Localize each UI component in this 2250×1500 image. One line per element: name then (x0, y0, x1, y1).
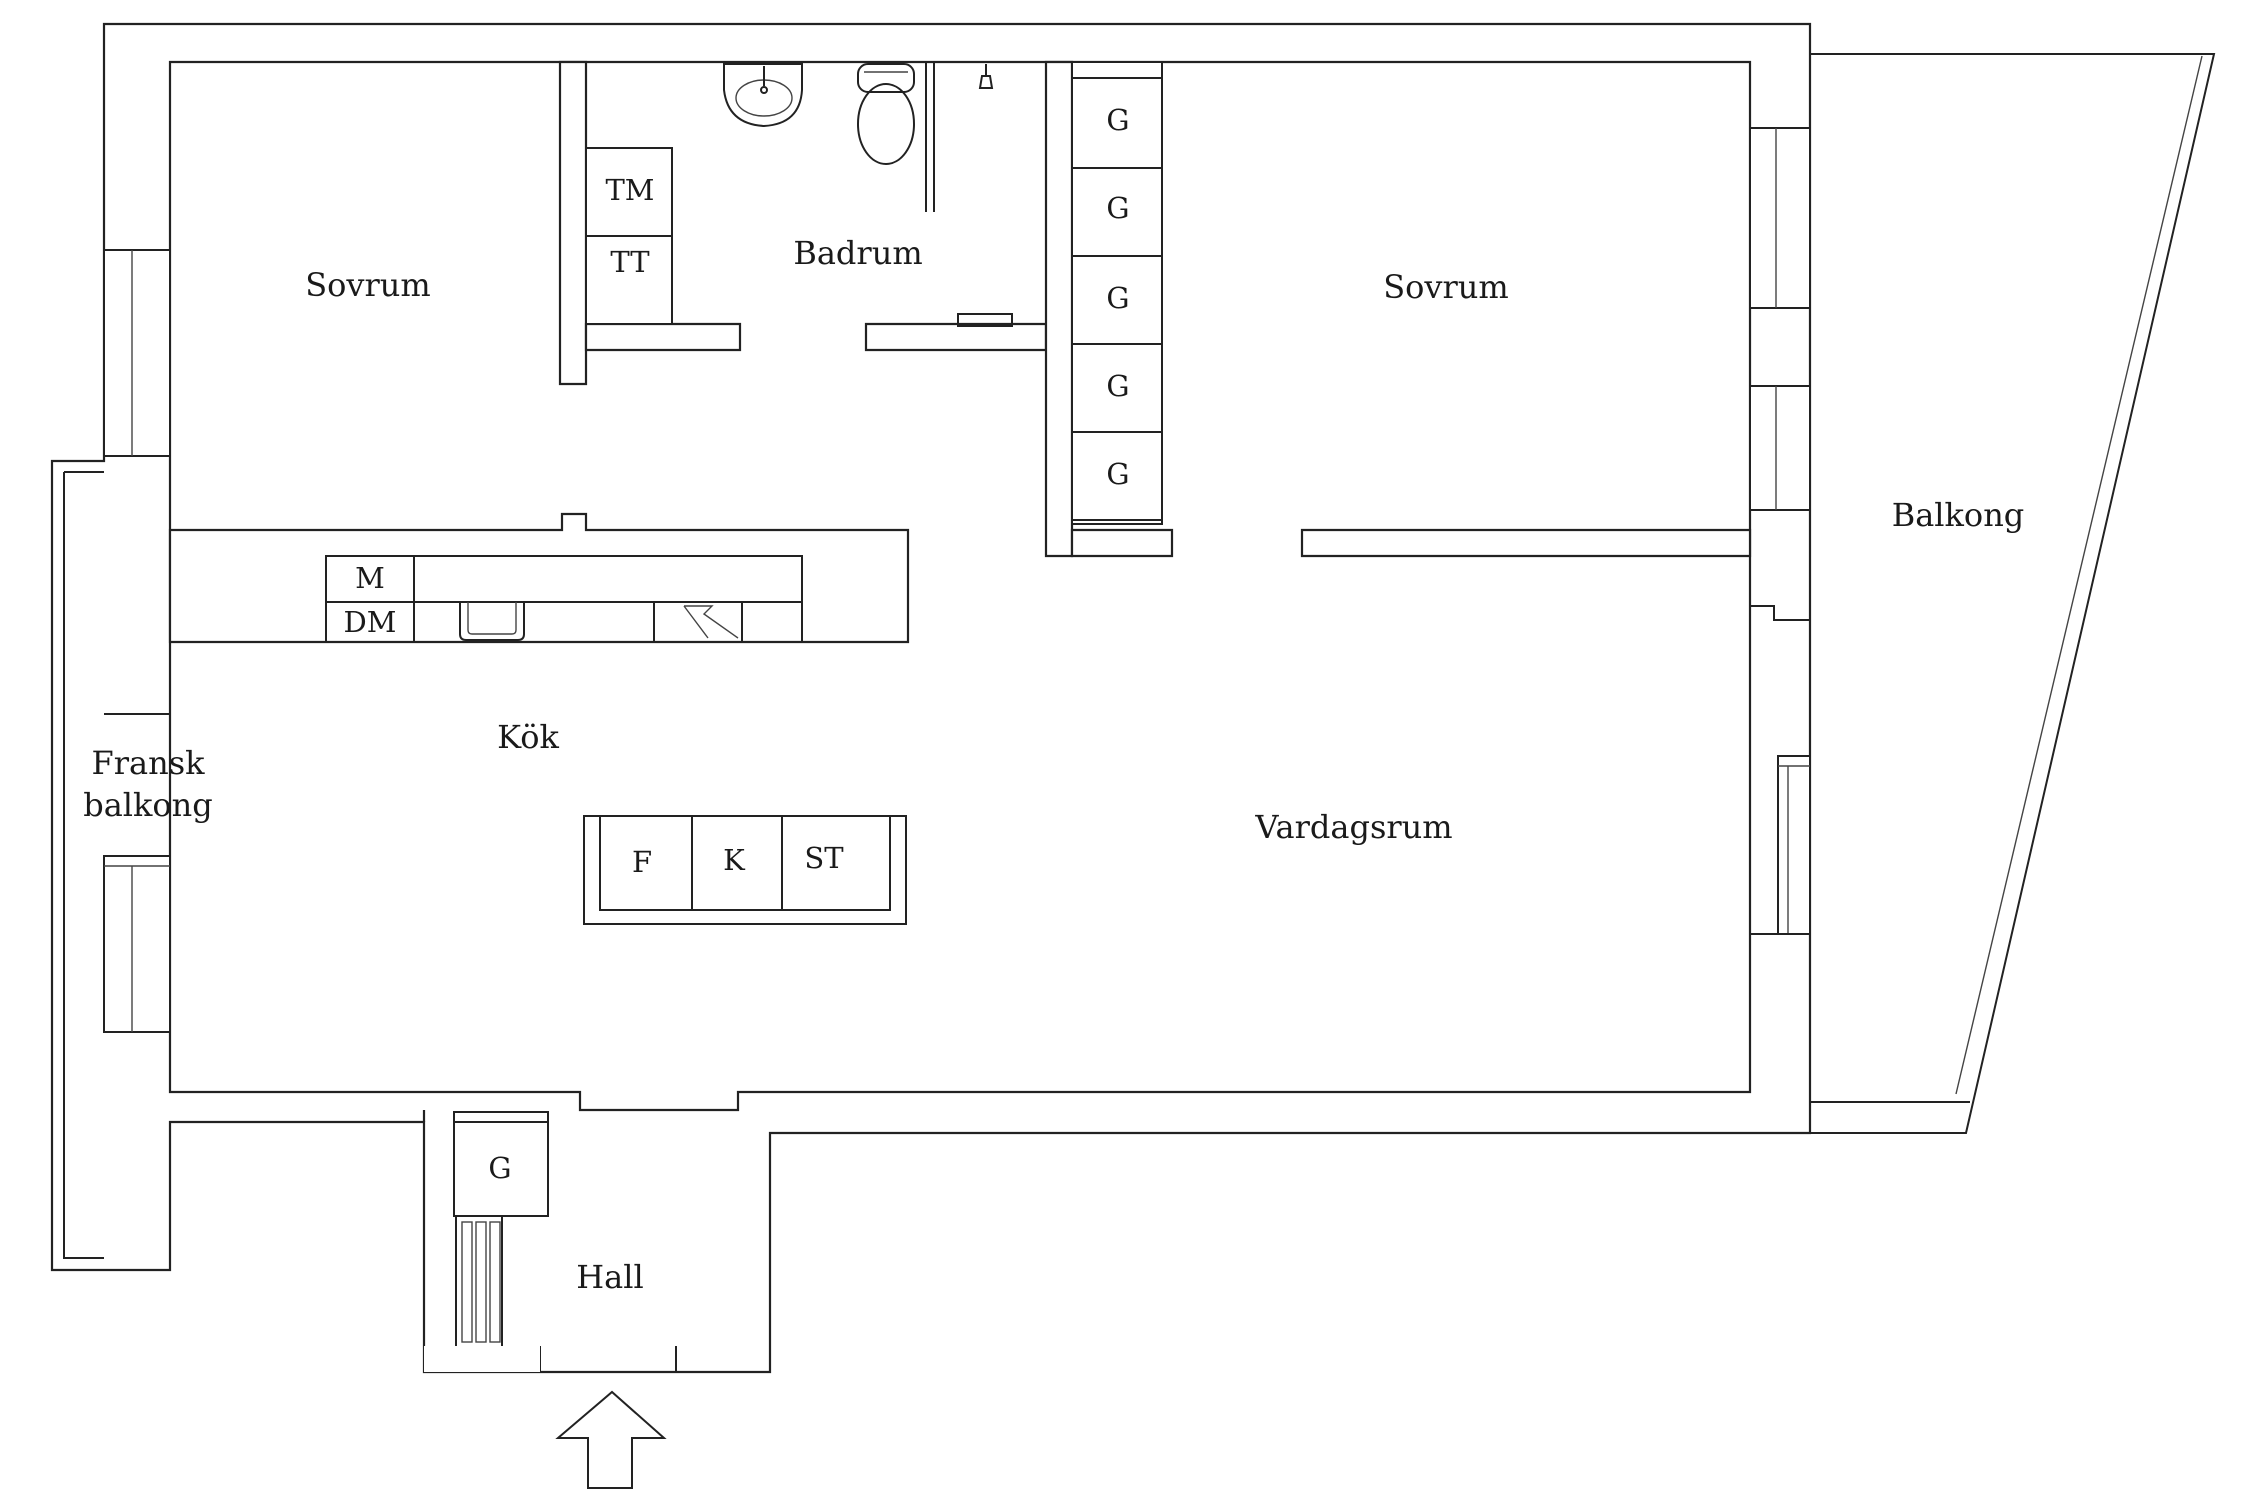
window-right-mid (1749, 385, 1811, 511)
entrance-arrow-icon (555, 1390, 667, 1489)
room-label-french-balcony-1: Fransk (92, 744, 206, 782)
bedroom-wardrobes (1071, 61, 1163, 525)
washbasin-icon (723, 63, 803, 128)
room-label-hall: Hall (576, 1258, 643, 1296)
kitchen-sink-icon (459, 602, 525, 641)
fixture-label-washing-machine: TM (605, 173, 654, 207)
fixture-label-microwave: M (355, 561, 385, 595)
wardrobe-label: G (1106, 191, 1129, 225)
window-right-upper (1749, 127, 1811, 309)
radiator-icon (455, 1215, 503, 1349)
laundry-stack (585, 147, 673, 325)
kitchen-counter (325, 555, 803, 643)
bathroom-fixtures (723, 62, 1013, 327)
outer-wall (50, 22, 1812, 1374)
room-label-kitchen: Kök (497, 718, 559, 756)
outer-walls (50, 22, 1812, 1374)
wardrobe-label: G (1106, 281, 1129, 315)
fixture-label-fridge: F (632, 845, 652, 879)
wardrobe-label: G (1106, 369, 1129, 403)
room-label-balcony: Balkong (1892, 496, 2025, 534)
fixture-label-tumble-dryer: TT (610, 245, 650, 279)
shower-head-icon (978, 64, 994, 89)
toilet-icon (857, 63, 915, 165)
wardrobe-label: G (1106, 457, 1129, 491)
room-label-bathroom: Badrum (793, 234, 922, 272)
room-label-bedroom-left: Sovrum (305, 266, 431, 304)
wardrobe-label-hall: G (488, 1151, 511, 1185)
fixture-label-cooler: K (723, 843, 746, 877)
room-label-bedroom-right: Sovrum (1383, 268, 1509, 306)
stove-hob-icon (653, 601, 743, 643)
window-right-lower (1777, 755, 1811, 935)
french-balcony (51, 461, 104, 1270)
kitchen-island (583, 815, 907, 925)
window-left-lower (103, 855, 171, 1033)
fixture-label-stove: ST (804, 841, 844, 875)
wardrobe-label: G (1106, 103, 1129, 137)
window-left-upper (103, 249, 171, 457)
balcony (1810, 53, 2216, 1134)
room-label-french-balcony-2: balkong (83, 786, 213, 824)
fixture-label-dishwasher: DM (344, 605, 397, 639)
hall-fixtures (453, 1111, 549, 1349)
room-label-living-room: Vardagsrum (1254, 808, 1452, 846)
